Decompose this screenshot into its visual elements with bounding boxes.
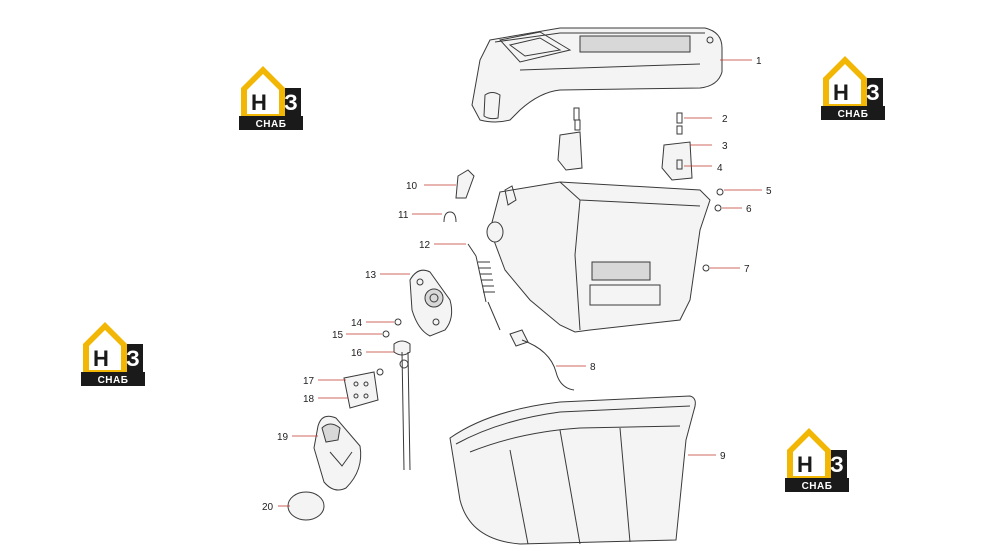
part-10-latch <box>455 169 475 199</box>
part-hinge-left <box>557 107 583 171</box>
callout-label: 19 <box>277 432 289 443</box>
callout-19: 19 <box>277 432 318 443</box>
callout-4: 4 <box>684 163 723 174</box>
logo-letter-h: Н <box>797 452 813 477</box>
part-hinge-right <box>661 112 693 181</box>
logo-subtitle: СНАБ <box>256 119 287 130</box>
callout-label: 4 <box>717 163 723 174</box>
callout-label: 7 <box>744 264 750 275</box>
callout-20: 20 <box>262 502 290 513</box>
callout-label: 18 <box>303 394 315 405</box>
logo-letter-3: З <box>284 90 298 115</box>
callout-label: 12 <box>419 240 431 251</box>
callout-9: 9 <box>688 451 726 462</box>
callout-label: 13 <box>365 270 377 281</box>
callout-18: 18 <box>303 394 348 405</box>
callout-label: 14 <box>351 318 363 329</box>
logo-letter-3: З <box>830 452 844 477</box>
part-16-shaft <box>382 318 411 471</box>
part-9-storage-tub <box>449 395 696 545</box>
callout-label: 16 <box>351 348 363 359</box>
logo-subtitle: СНАБ <box>838 109 869 120</box>
logo-letter-3: З <box>126 346 140 371</box>
part-20-cap <box>287 491 325 521</box>
part-7-frame-box <box>486 181 724 333</box>
logo-letter-3: З <box>866 80 880 105</box>
callout-label: 17 <box>303 376 315 387</box>
logo-subtitle: СНАБ <box>98 375 129 386</box>
logo-top-left: Н З СНАБ <box>239 66 303 130</box>
callout-label: 1 <box>756 56 762 67</box>
part-17-knob-plate <box>343 368 384 409</box>
callout-17: 17 <box>303 376 346 387</box>
callout-label: 6 <box>746 204 752 215</box>
part-1-armrest-cover <box>471 27 723 123</box>
callout-12: 12 <box>419 240 466 251</box>
callout-3: 3 <box>690 141 728 152</box>
callout-label: 20 <box>262 502 274 513</box>
callout-label: 3 <box>722 141 728 152</box>
part-19-handle <box>313 415 362 491</box>
logo-letter-h: Н <box>833 80 849 105</box>
callout-16: 16 <box>351 348 394 359</box>
logo-letter-h: Н <box>93 346 109 371</box>
callout-label: 10 <box>406 181 418 192</box>
callout-15: 15 <box>332 330 382 341</box>
part-11-clip <box>443 211 457 223</box>
callout-8: 8 <box>556 362 596 373</box>
callout-label: 11 <box>398 210 409 221</box>
part-13-mechanism-plate <box>409 269 453 337</box>
callout-label: 5 <box>766 186 772 197</box>
callout-5: 5 <box>724 186 772 197</box>
callout-label: 15 <box>332 330 344 341</box>
logo-subtitle: СНАБ <box>802 481 833 492</box>
callout-1: 1 <box>720 56 762 67</box>
part-12-spring <box>467 243 501 331</box>
callout-7: 7 <box>710 264 750 275</box>
callout-6: 6 <box>722 204 752 215</box>
callout-13: 13 <box>365 270 410 281</box>
callout-10: 10 <box>406 181 456 192</box>
logo-bottom-right: Н З СНАБ <box>785 428 849 492</box>
callout-label: 8 <box>590 362 596 373</box>
callout-label: 2 <box>722 114 728 125</box>
callout-11: 11 <box>398 210 442 221</box>
logo-middle-left: Н З СНАБ <box>81 322 145 386</box>
callout-2: 2 <box>684 114 728 125</box>
logo-letter-h: Н <box>251 90 267 115</box>
callout-14: 14 <box>351 318 394 329</box>
part-8-cable <box>509 329 575 391</box>
logo-top-right: Н З СНАБ <box>821 56 885 120</box>
callout-label: 9 <box>720 451 726 462</box>
